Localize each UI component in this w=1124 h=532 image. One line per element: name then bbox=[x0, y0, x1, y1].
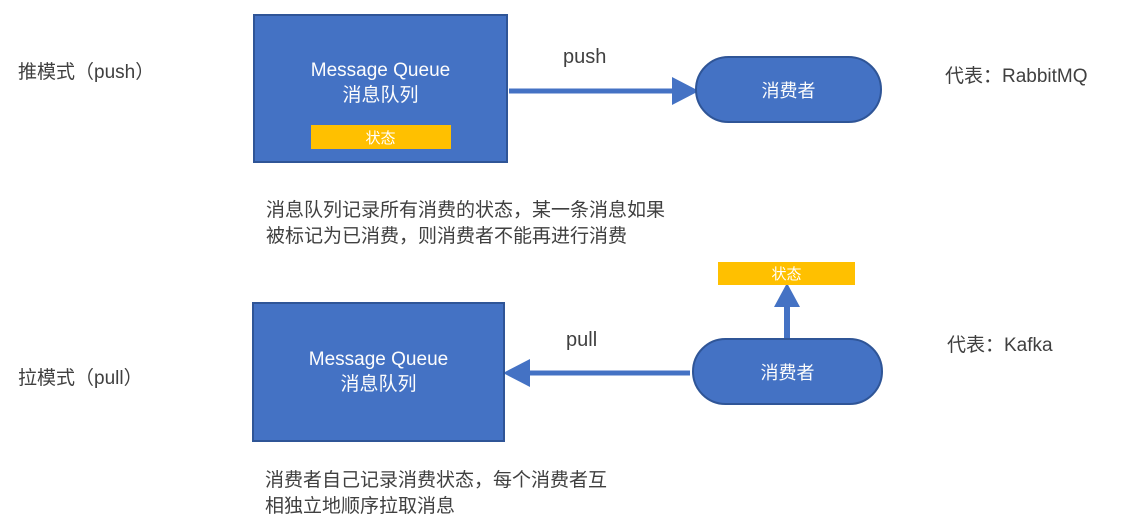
push-consumer-pill: 消费者 bbox=[695, 56, 882, 123]
push-message-queue-box: Message Queue 消息队列 状态 bbox=[253, 14, 508, 163]
pull-consumer-pill: 消费者 bbox=[692, 338, 883, 405]
status-badge: 状态 bbox=[310, 125, 451, 149]
push-mode-label: 推模式（push） bbox=[18, 62, 155, 83]
pull-mode-label: 拉模式（pull） bbox=[18, 368, 143, 389]
pull-caption: 消费者自己记录消费状态，每个消费者互 相独立地顺序拉取消息 bbox=[265, 468, 607, 520]
queue-subtitle: 消息队列 bbox=[340, 374, 417, 395]
pull-example-label: 代表：Kafka bbox=[947, 335, 1053, 356]
pull-caption-line1: 消费者自己记录消费状态，每个消费者互 bbox=[265, 470, 608, 491]
push-caption: 消息队列记录所有消费的状态，某一条消息如果 被标记为已消费，则消费者不能再进行消… bbox=[266, 198, 665, 250]
pull-message-queue-box: Message Queue 消息队列 bbox=[252, 302, 505, 442]
push-example-label: 代表：RabbitMQ bbox=[945, 66, 1088, 87]
queue-subtitle: 消息队列 bbox=[342, 85, 419, 106]
pull-arrow-label: pull bbox=[566, 329, 598, 351]
floating-status-badge: 状态 bbox=[718, 262, 855, 285]
queue-title: Message Queue bbox=[308, 349, 449, 370]
pull-caption-line2: 相独立地顺序拉取消息 bbox=[265, 496, 456, 517]
queue-title: Message Queue bbox=[310, 60, 451, 81]
push-caption-line2: 被标记为已消费，则消费者不能再进行消费 bbox=[266, 226, 628, 247]
push-arrow bbox=[509, 77, 699, 105]
push-caption-line1: 消息队列记录所有消费的状态，某一条消息如果 bbox=[266, 200, 666, 221]
pull-arrow bbox=[503, 359, 690, 387]
status-up-arrow bbox=[774, 283, 800, 339]
push-arrow-label: push bbox=[563, 46, 607, 68]
